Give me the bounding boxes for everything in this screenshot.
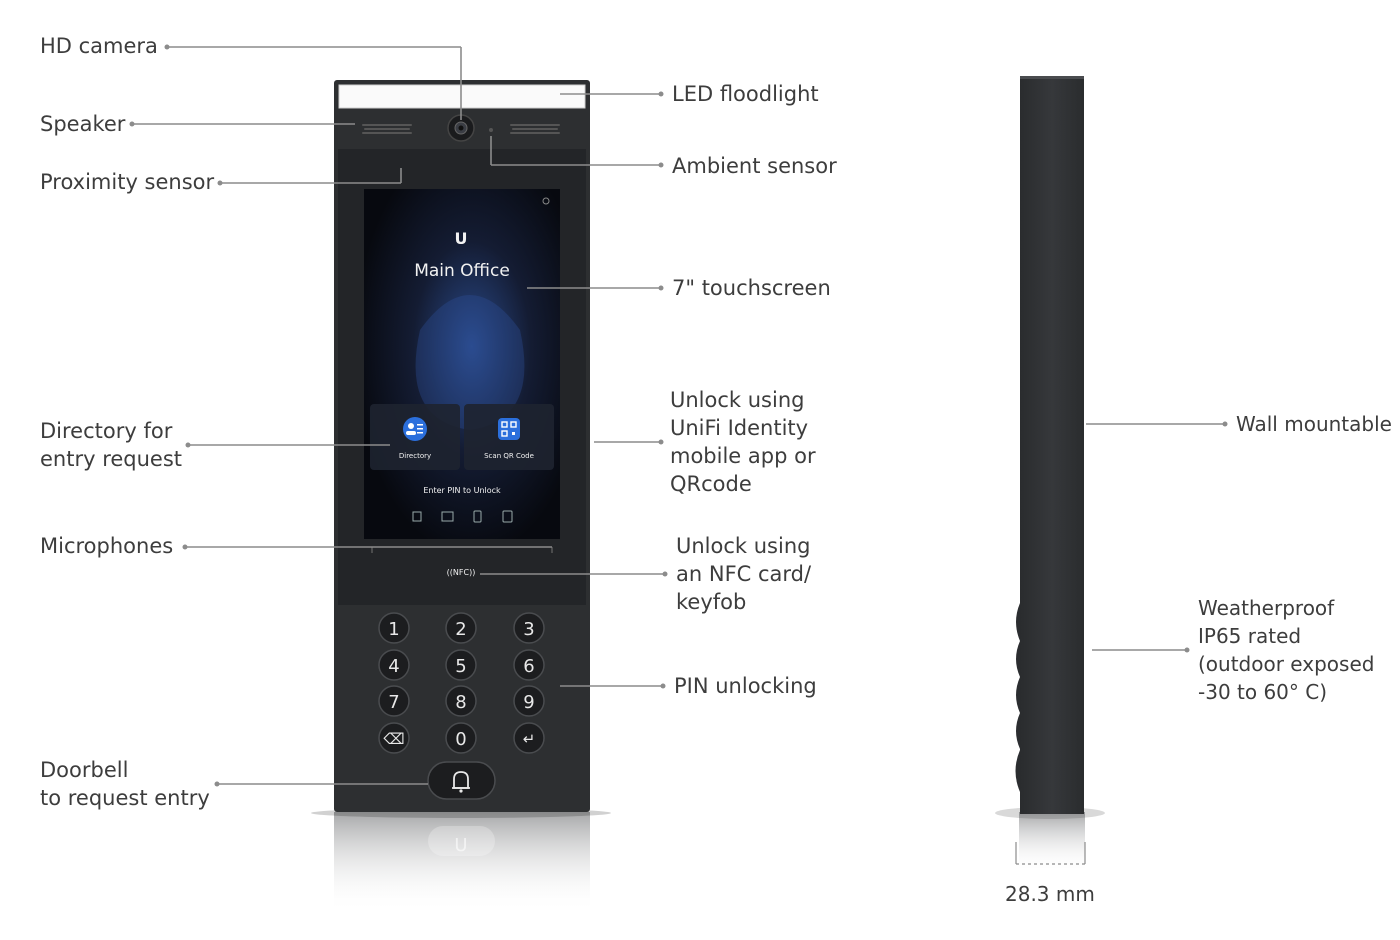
label-wall-mountable: Wall mountable [1236, 412, 1392, 436]
side-body [1020, 76, 1084, 814]
keypad-key[interactable]: 1 [378, 612, 410, 644]
scan-qr-button-label: Scan QR Code [484, 452, 534, 460]
label-touchscreen: 7" touchscreen [672, 276, 831, 300]
label-speaker: Speaker [40, 112, 126, 136]
front-view: ((NFC)) 1 2 3 4 [311, 80, 611, 912]
qr-code-icon [498, 418, 520, 440]
label-line: Doorbell [40, 758, 129, 782]
key-label: 5 [455, 656, 466, 677]
label-line: entry request [40, 447, 183, 471]
side-view [995, 76, 1105, 872]
keypad-key[interactable]: 0 [445, 722, 477, 754]
label-hd-camera: HD camera [40, 34, 158, 58]
label-line: keyfob [676, 590, 747, 614]
label-doorbell: Doorbell to request entry [40, 756, 210, 812]
key-label: 7 [388, 692, 399, 713]
label-line: Directory for [40, 419, 173, 443]
label-unlock-app: Unlock using UniFi Identity mobile app o… [670, 386, 816, 498]
bell-icon [453, 771, 469, 789]
speaker-grille [362, 124, 560, 134]
label-line: -30 to 60° C) [1198, 680, 1328, 704]
depth-measurement: 28.3 mm [1005, 882, 1095, 906]
front-reflection [334, 812, 590, 912]
doorbell-button[interactable] [427, 761, 496, 800]
nfc-badge: ((NFC)) [447, 568, 476, 577]
label-ambient-sensor: Ambient sensor [672, 154, 837, 178]
pin-prompt: Enter PIN to Unlock [423, 486, 501, 495]
directory-button-label: Directory [399, 452, 431, 460]
key-label: 1 [388, 619, 399, 640]
label-line: an NFC card/ [676, 562, 812, 586]
key-label: 3 [523, 619, 534, 640]
microphone-slots [371, 547, 553, 553]
depth-dimension [1015, 842, 1086, 865]
keypad-key-enter[interactable]: ↵ [513, 722, 545, 754]
key-label: 8 [455, 692, 466, 713]
keypad-key-backspace[interactable]: ⌫ [378, 722, 410, 754]
ambient-sensor [489, 128, 493, 132]
callout-lines [129, 44, 1228, 787]
label-directory: Directory for entry request [40, 417, 182, 473]
keypad-key[interactable]: 4 [378, 649, 410, 681]
label-line: Weatherproof [1198, 596, 1335, 620]
keypad-key[interactable]: 2 [445, 612, 477, 644]
user-icon [542, 197, 550, 205]
keypad-key[interactable]: 7 [378, 685, 410, 717]
label-line: Unlock using [670, 388, 805, 412]
reflection-logo: U [454, 835, 467, 856]
key-label: 9 [523, 692, 534, 713]
label-line: mobile app or [670, 444, 816, 468]
label-pin-unlocking: PIN unlocking [674, 674, 817, 698]
backspace-icon: ⌫ [383, 730, 404, 748]
label-line: Unlock using [676, 534, 811, 558]
screen-logo: U [455, 229, 468, 248]
label-unlock-nfc: Unlock using an NFC card/ keyfob [676, 532, 811, 616]
enter-icon: ↵ [523, 730, 536, 748]
label-microphones: Microphones [40, 534, 174, 558]
key-label: 2 [455, 619, 466, 640]
keypad-key[interactable]: 3 [513, 612, 545, 644]
keypad-key[interactable]: 5 [445, 649, 477, 681]
directory-icon [403, 417, 427, 441]
label-line: UniFi Identity [670, 416, 809, 440]
label-line: IP65 rated [1198, 624, 1302, 648]
label-line: to request entry [40, 786, 210, 810]
keypad-key[interactable]: 6 [513, 649, 545, 681]
label-weatherproof: Weatherproof IP65 rated (outdoor exposed… [1198, 594, 1374, 706]
key-label: 4 [388, 656, 399, 677]
label-line: (outdoor exposed [1198, 652, 1375, 676]
key-label: 6 [523, 656, 534, 677]
keypad-key[interactable]: 8 [445, 685, 477, 717]
unlock-method-icons [412, 510, 513, 523]
label-proximity-sensor: Proximity sensor [40, 170, 215, 194]
keypad-key[interactable]: 9 [513, 685, 545, 717]
key-label: 0 [455, 729, 466, 750]
label-line: QRcode [670, 472, 752, 496]
label-led-floodlight: LED floodlight [672, 82, 819, 106]
led-floodlight [338, 84, 586, 109]
touchscreen [364, 189, 560, 539]
screen-title: Main Office [414, 261, 510, 281]
keypad: 1 2 3 4 5 [378, 612, 545, 754]
side-key-profile [1015, 603, 1020, 792]
